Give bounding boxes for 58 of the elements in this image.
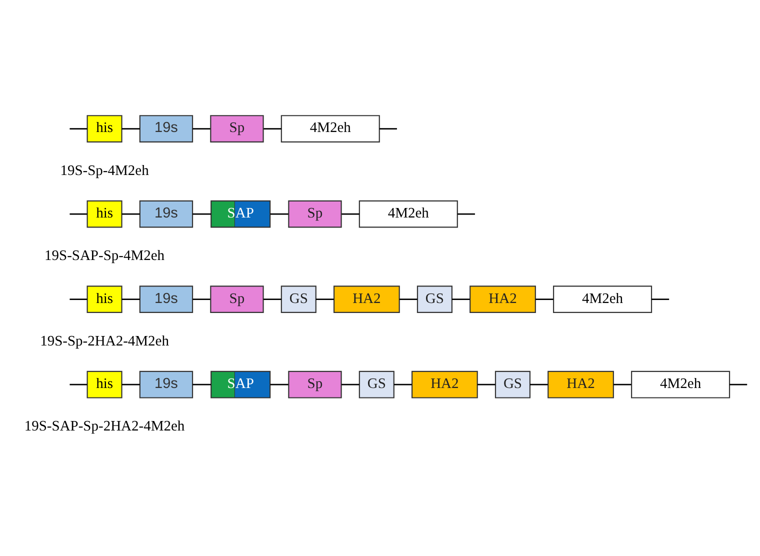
connector [70,298,88,300]
node-box: HA2 [333,286,400,314]
connector [457,213,475,215]
connector [379,128,397,130]
node-box: 19s [139,200,194,228]
node-box: 4M2eh [553,286,652,314]
connector [270,384,288,386]
connector [730,384,748,386]
connector [263,298,282,300]
label: 19S-SAP-Sp-4M2eh [44,248,165,264]
connector [122,128,140,130]
connector [652,298,670,300]
connector [394,384,412,386]
connector [264,128,282,130]
node-box: GS [494,370,530,398]
connector [316,298,334,300]
label: 19S-Sp-4M2eh [60,162,149,179]
node-box: his [86,286,122,314]
connector [614,384,632,386]
node-box: Sp [210,115,264,142]
node-box: his [86,115,122,142]
node-box: HA2 [548,370,614,398]
node-box: GS [358,370,394,398]
connector [192,298,210,300]
node-box: 4M2eh [280,115,380,142]
node-box: 19s [139,115,194,142]
connector [341,384,360,386]
node-box: 19s [139,286,194,314]
node-box: 19s [139,370,194,398]
connector [70,128,88,130]
connector [122,213,140,215]
connector [535,298,554,300]
label: 19S-SAP-Sp-2HA2-4M2eh [24,418,185,435]
node-box: Sp [288,200,342,228]
connector [70,213,88,215]
connector [192,128,210,130]
connector [192,384,211,386]
connector [399,298,418,300]
node-box: GS [280,286,316,314]
connector [477,384,496,386]
connector [342,213,360,215]
node-box: 4M2eh [358,200,458,228]
node-box: HA2 [470,286,536,314]
node-box: his [86,200,122,228]
connector [70,384,88,386]
node-box: Sp [210,286,264,314]
connector [122,384,140,386]
node-box: GS [416,286,452,314]
connector [192,213,211,215]
label: 19S-Sp-2HA2-4M2eh [40,333,169,350]
connector [530,384,548,386]
node-box: Sp [288,370,342,398]
connector [270,213,288,215]
node-box: his [86,370,122,398]
node-box: HA2 [412,370,478,398]
connector [122,298,140,300]
node-box: 4M2eh [631,370,730,398]
connector [452,298,470,300]
